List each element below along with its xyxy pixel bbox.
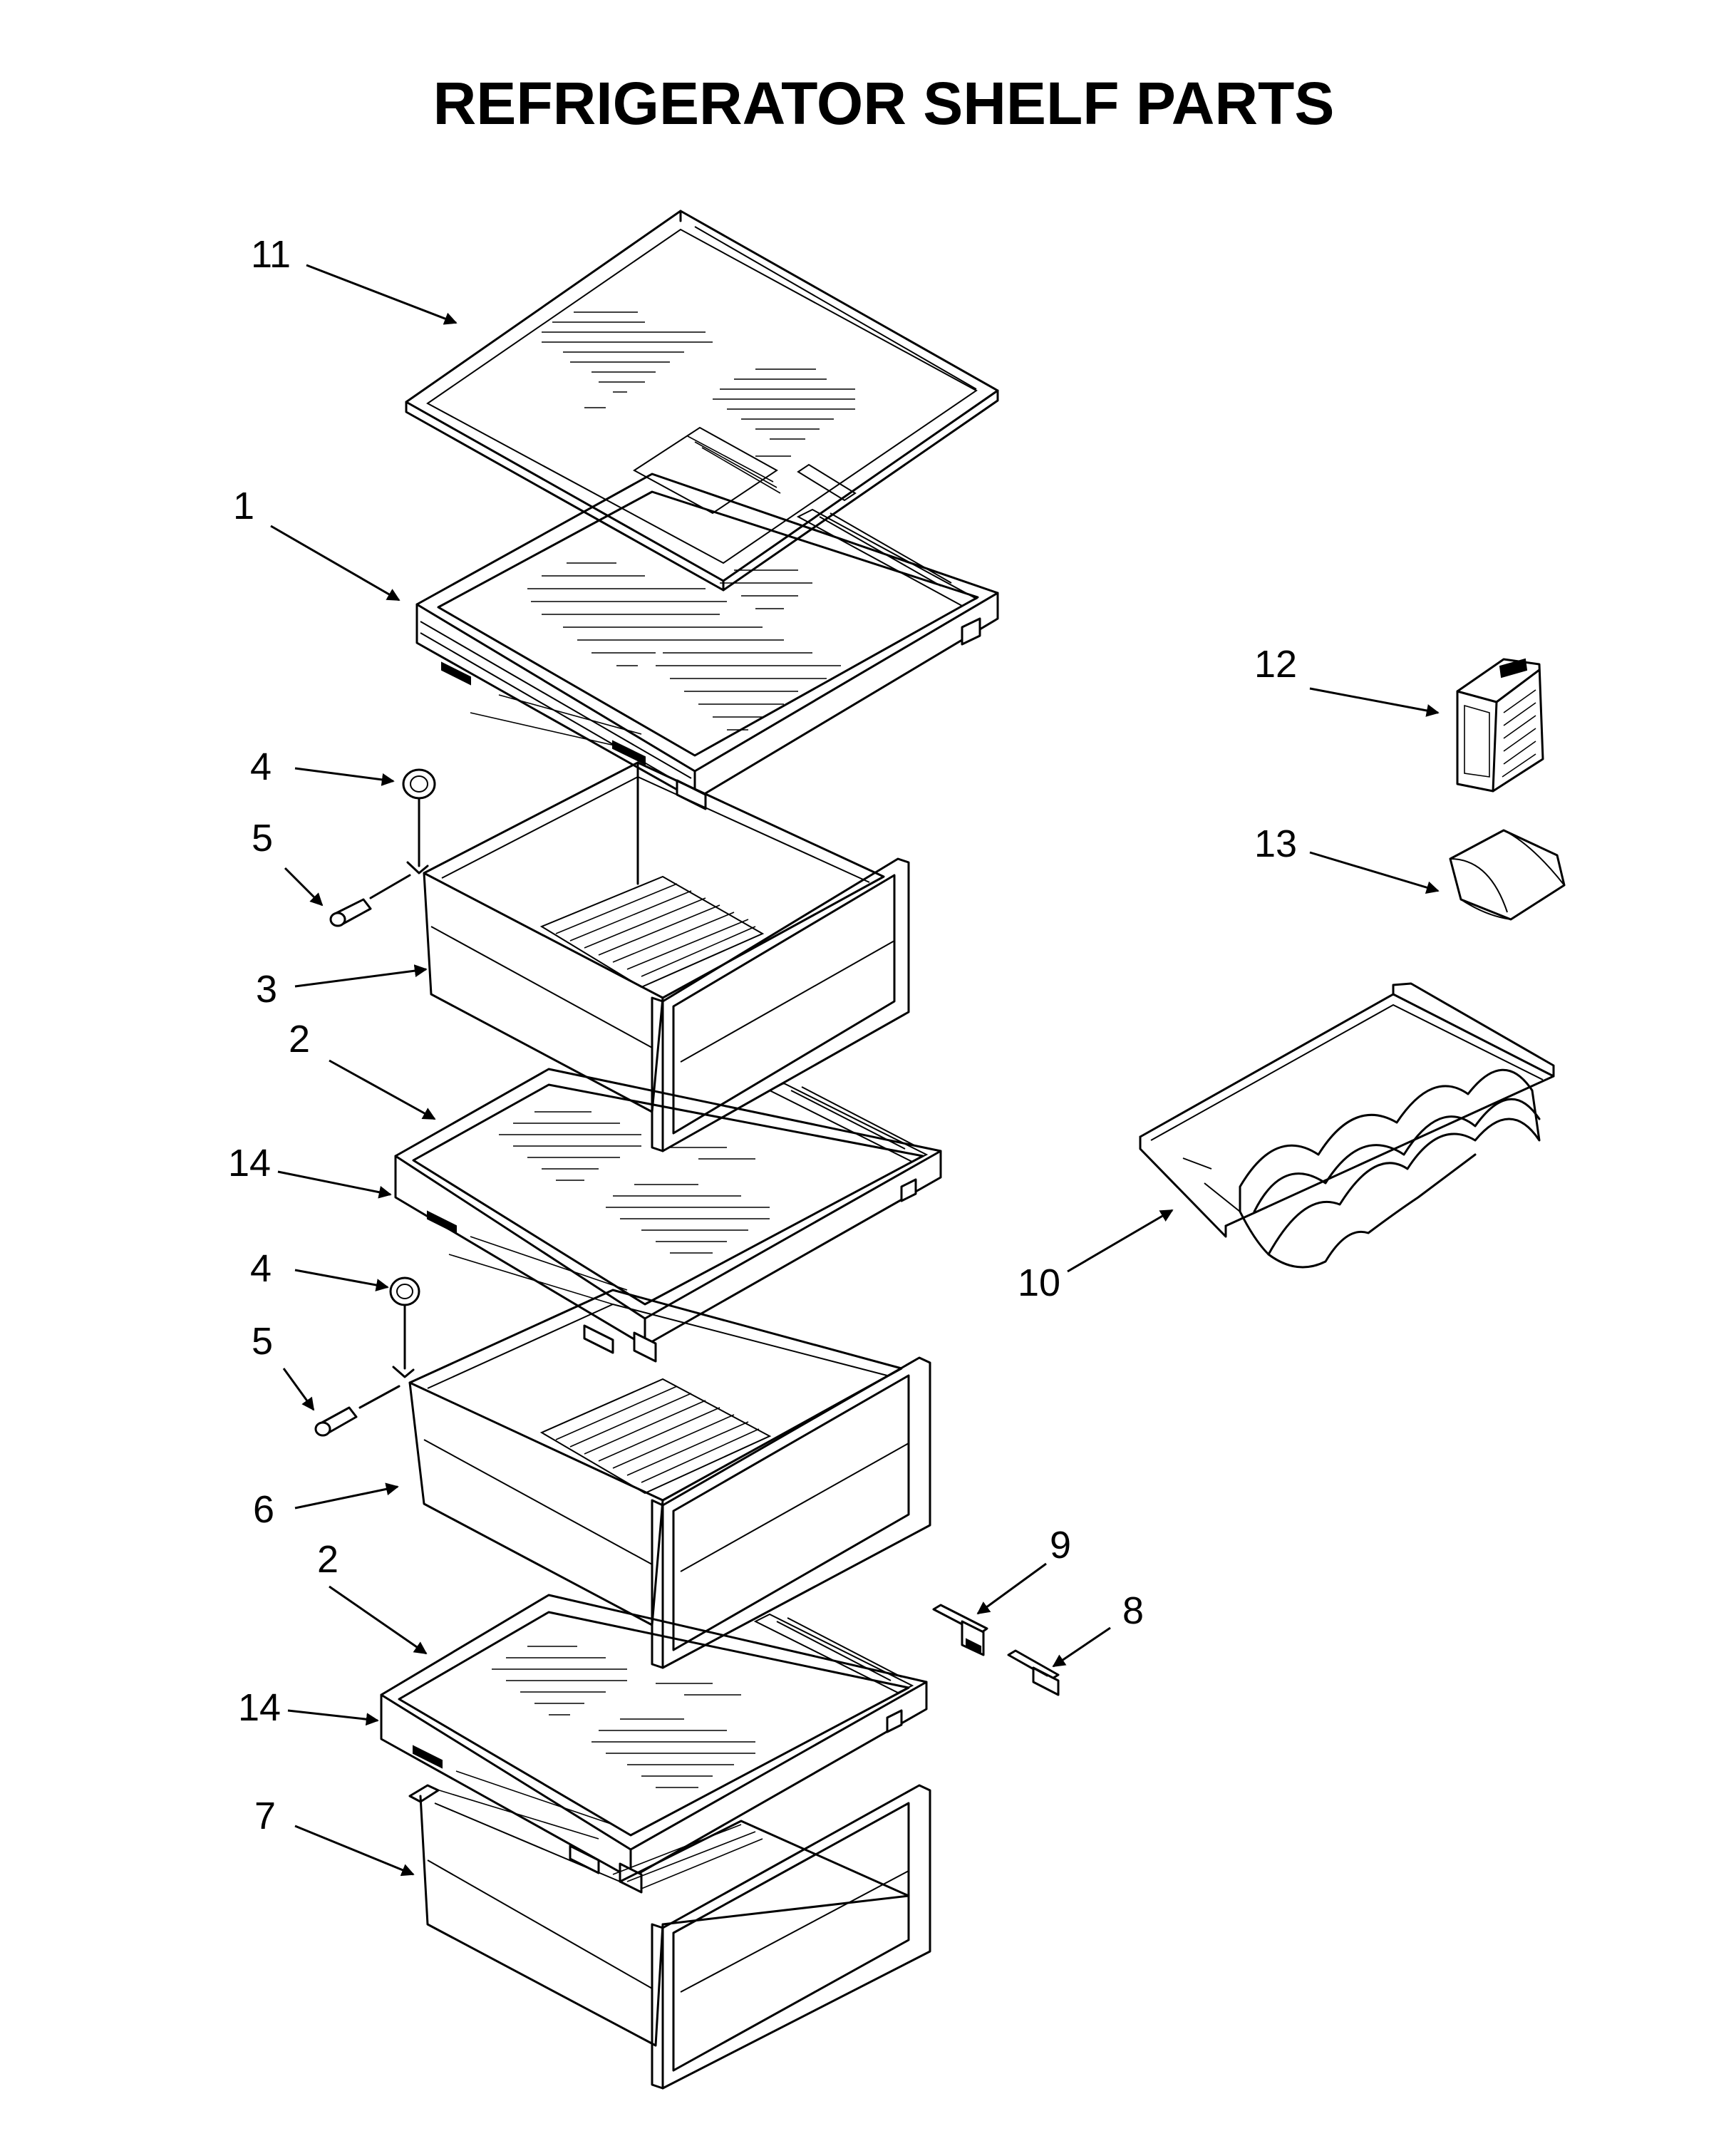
crisper-drawer-lower-illustration <box>408 1784 931 2090</box>
callout-4-upper: 4 <box>250 745 272 788</box>
crisper-cover-upper-hatching <box>499 1111 770 1254</box>
crisper-cover-lower-illustration <box>380 1594 928 1894</box>
crisper-drawer-middle-illustration <box>408 1289 931 1669</box>
callout-2-upper: 2 <box>289 1018 310 1061</box>
shelf-assembly-hatching <box>527 562 841 731</box>
callout-labels: 11 1 12 13 4 5 3 2 14 10 4 5 6 9 8 2 14 … <box>228 233 1297 1837</box>
roller-axle-upper-illustration <box>329 768 436 927</box>
crisper-cover-upper-illustration <box>394 1068 942 1363</box>
callout-8: 8 <box>1122 1589 1144 1632</box>
callout-5-middle: 5 <box>252 1320 273 1363</box>
glass-shelf-top-illustration <box>405 210 999 592</box>
callout-4-middle: 4 <box>250 1247 272 1290</box>
shelf-assembly-illustration <box>415 473 999 810</box>
callout-12: 12 <box>1254 643 1297 686</box>
callout-14-lower: 14 <box>238 1686 281 1729</box>
callout-2-lower: 2 <box>317 1538 339 1581</box>
callout-11: 11 <box>251 233 291 276</box>
crisper-cover-lower-hatching <box>492 1646 755 1788</box>
wine-rack-illustration <box>1139 982 1555 1269</box>
callout-14-upper: 14 <box>228 1142 271 1185</box>
diagram-title: REFRIGERATOR SHELF PARTS <box>433 70 1335 137</box>
slide-rail-illustration <box>1007 1649 1060 1696</box>
leader-lines <box>270 264 1440 1877</box>
callout-3: 3 <box>256 968 277 1011</box>
crisper-drawer-upper-illustration <box>423 761 910 1152</box>
callout-7: 7 <box>254 1795 276 1837</box>
callout-1: 1 <box>233 485 254 527</box>
roller-axle-middle-illustration <box>314 1276 420 1437</box>
callout-6: 6 <box>253 1488 274 1531</box>
callout-9: 9 <box>1050 1524 1071 1567</box>
callout-13: 13 <box>1254 822 1297 865</box>
callout-10: 10 <box>1018 1262 1060 1304</box>
glass-shelf-top-hatching <box>542 311 855 457</box>
callout-5-upper: 5 <box>252 817 273 860</box>
slide-bracket-illustration <box>932 1604 988 1656</box>
humidity-membrane-illustration <box>1449 829 1566 921</box>
humidity-control-illustration <box>1456 658 1544 793</box>
